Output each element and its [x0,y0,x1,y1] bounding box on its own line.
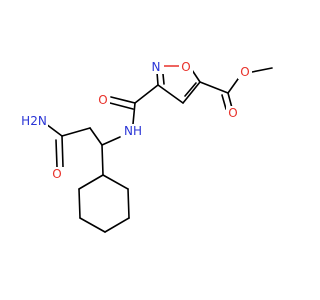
bond-amide-c-n [132,102,136,125]
atom-labels: N O O O O NH O H2N [20,60,252,181]
bond-co-nh2 [45,123,63,137]
bond-c3-c4 [157,84,184,104]
cy-bond-2 [127,188,130,219]
atom-amide2-nh2: H2N [21,114,47,128]
cy-bond-5 [78,188,81,219]
bond-ester-c-o-double [227,92,233,109]
bond-n2-c3 [156,71,159,86]
atom-ester-o: O [240,65,249,79]
bond-ch2-co [61,127,91,137]
structure-canvas: N O O O O NH O H2N [20,60,273,233]
molecule-structure: N O O O O NH O H2N [20,60,273,233]
bond-co-o-2 [55,139,58,168]
atom-amide1-nh: NH [124,124,142,138]
atom-amide1-o: O [98,93,107,107]
atom-ring-n: N [152,60,161,74]
bond-ester-c-o [227,78,239,94]
backbone [45,123,121,176]
bond-c4-c5-inner [184,82,197,97]
cy-bond-3 [104,217,130,233]
bond-ester-c-o-double-2 [221,94,227,110]
bond-ester-o-ch3 [251,67,273,73]
isoxazole-ring [156,65,201,104]
atom-ring-o: O [181,60,190,74]
methyl-ester-group [199,67,273,110]
bond-ch-ch2 [89,127,103,146]
atom-ester-carbonyl-o: O [228,106,237,120]
cy-bond-1 [102,174,129,190]
ring-amide-group [109,84,159,125]
bond-co-o [61,135,64,168]
bond-c5-ester-c [199,81,229,94]
bond-amide-c-o [110,96,136,104]
bond-nh-ch [101,136,121,146]
bond-n2-c3-inner [162,73,165,85]
bond-ch-cy [101,144,104,176]
cy-bond-6 [78,174,104,190]
bond-amide-c-o-2 [109,102,134,110]
bond-c3-amide-c [134,84,159,104]
cy-bond-4 [79,217,106,233]
cyclohexyl-ring [78,174,130,233]
atom-amide2-o: O [52,167,61,181]
bond-c4-c5 [182,81,201,104]
